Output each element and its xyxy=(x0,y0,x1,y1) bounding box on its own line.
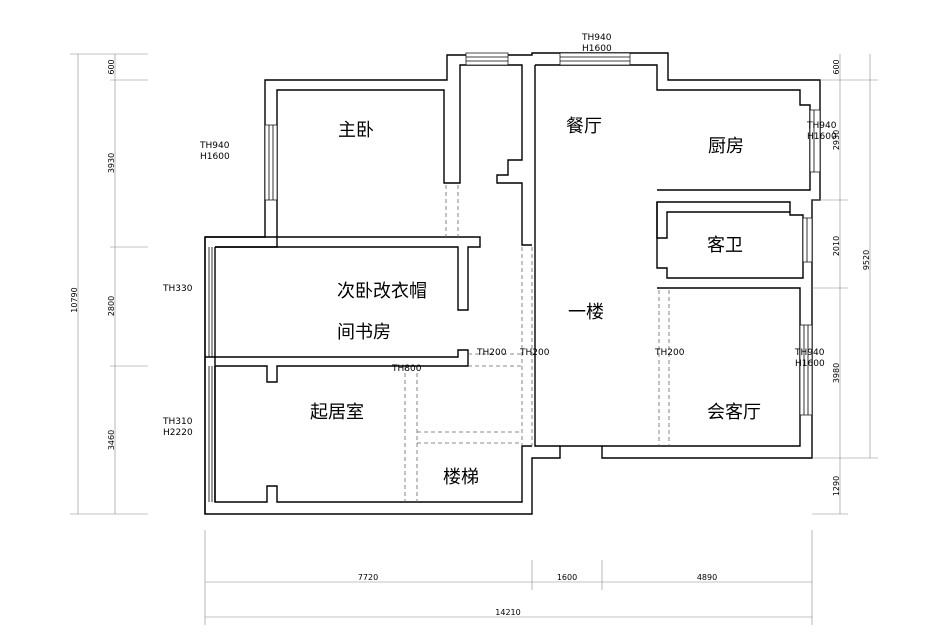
outer-walls xyxy=(204,52,821,515)
dimensions-bottom: 7720 1600 4890 14210 xyxy=(204,530,813,625)
note-h2220: H2220 xyxy=(163,428,193,438)
annotations: TH940 H1600 TH940 H1600 TH940 H1600 TH94… xyxy=(162,33,837,438)
note-door-th200-a: TH200 xyxy=(476,348,507,358)
dimensions-right: 9520 600 2930 2010 3980 1290 xyxy=(812,54,878,515)
note-right-window-th: TH940 xyxy=(806,121,837,131)
note-left-window-th: TH940 xyxy=(199,141,230,151)
note-top-window-th: TH940 xyxy=(581,33,612,43)
dim-right-total: 9520 xyxy=(862,250,871,270)
dim-right-600: 600 xyxy=(832,59,841,74)
note-th310: TH310 xyxy=(162,417,193,427)
note-left-window-h: H1600 xyxy=(200,152,230,162)
door-openings xyxy=(404,185,670,502)
room-stairs: 楼梯 xyxy=(443,467,479,488)
dim-right-1290: 1290 xyxy=(832,476,841,496)
dim-right-2010: 2010 xyxy=(832,236,841,256)
room-reception: 会客厅 xyxy=(707,402,761,423)
dim-left-2800: 2800 xyxy=(107,296,116,316)
dim-left-3930: 3930 xyxy=(107,153,116,173)
room-master-bedroom: 主卧 xyxy=(338,120,374,141)
room-dining: 餐厅 xyxy=(566,116,602,137)
dim-bottom-7720: 7720 xyxy=(358,573,378,582)
windows xyxy=(208,52,821,502)
note-th330: TH330 xyxy=(162,284,193,294)
note-door-th200-b: TH200 xyxy=(519,348,550,358)
dim-right-3980: 3980 xyxy=(832,363,841,383)
room-first-floor: 一楼 xyxy=(568,302,604,323)
dimensions-left: 10790 600 3930 2800 3460 xyxy=(70,53,148,515)
room-living: 起居室 xyxy=(310,402,364,423)
room-guest-bath: 客卫 xyxy=(707,235,743,256)
note-right2-window-th: TH940 xyxy=(794,348,825,358)
note-top-window-h: H1600 xyxy=(582,44,612,54)
room-second-bedroom-line1: 次卧改衣帽 xyxy=(337,281,427,302)
dim-left-3460: 3460 xyxy=(107,430,116,450)
room-second-bedroom-line2: 间书房 xyxy=(337,322,391,343)
dim-left-600: 600 xyxy=(107,59,116,74)
room-kitchen: 厨房 xyxy=(708,136,744,157)
note-right-window-h: H1600 xyxy=(807,132,837,142)
note-door-th800: TH800 xyxy=(391,364,422,374)
dim-right-2930: 2930 xyxy=(832,130,841,150)
dim-left-total: 10790 xyxy=(70,287,79,312)
dim-bottom-total: 14210 xyxy=(495,608,520,617)
room-labels: 主卧 餐厅 厨房 客卫 次卧改衣帽 间书房 一楼 起居室 楼梯 会客厅 xyxy=(310,116,761,488)
dim-bottom-4890: 4890 xyxy=(697,573,717,582)
dim-bottom-1600: 1600 xyxy=(557,573,577,582)
note-right2-window-h: H1600 xyxy=(795,359,825,369)
note-door-th200-c: TH200 xyxy=(654,348,685,358)
